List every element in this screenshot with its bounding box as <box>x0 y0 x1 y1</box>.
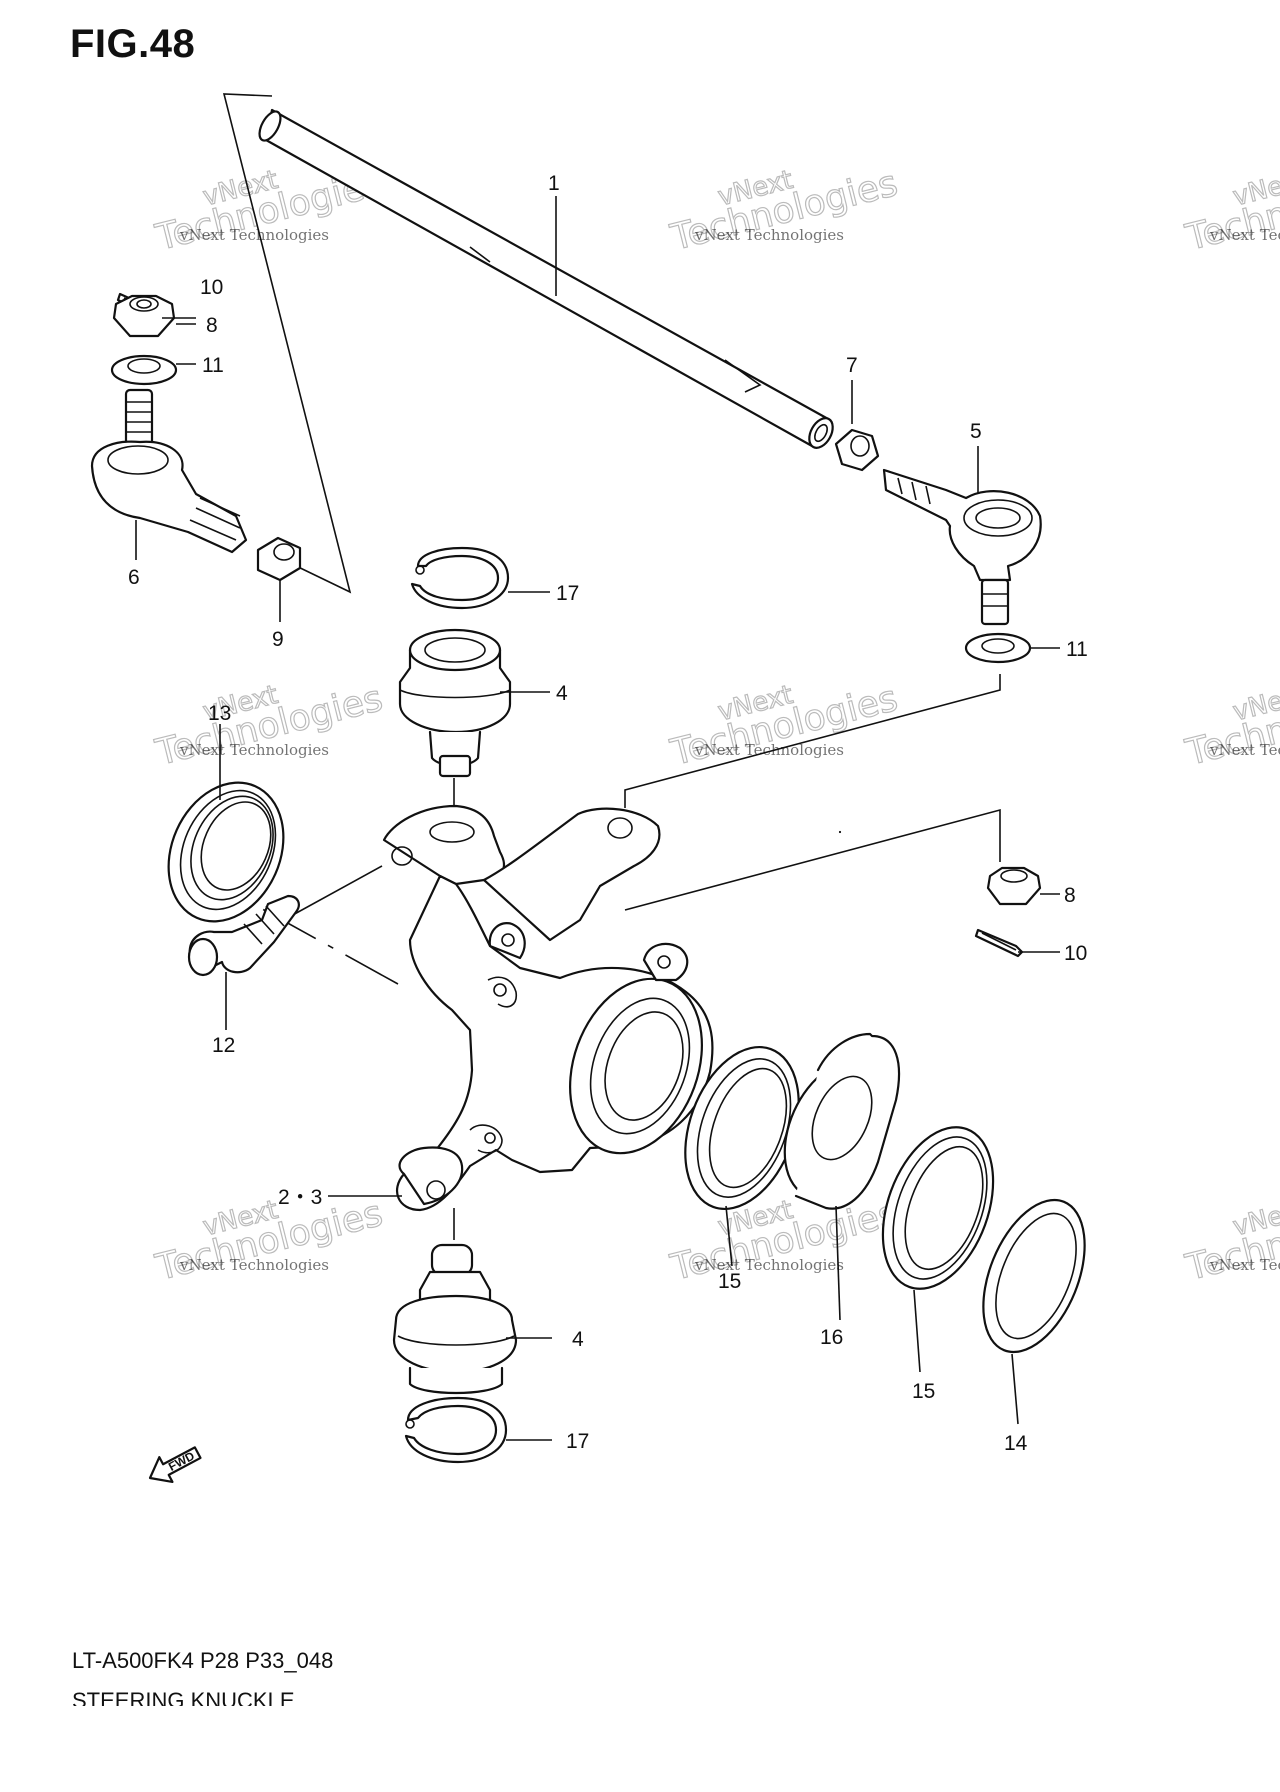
callout-17: 17 <box>566 1430 589 1453</box>
watermark: Technologies vNext vNext Technologies <box>666 162 902 259</box>
circlip-lower <box>404 1396 508 1464</box>
svg-text:vNext Technologies: vNext Technologies <box>1209 226 1280 244</box>
callout-11: 11 <box>1066 638 1088 661</box>
circlip-upper <box>410 546 510 610</box>
model-code: LT-A500FK4 P28 P33_048 <box>72 1648 334 1673</box>
figure-title: FIG.48 <box>70 22 196 66</box>
bolt-axis-line <box>279 865 383 923</box>
callout-6: 6 <box>128 566 140 589</box>
lock-nut-right <box>834 428 880 472</box>
lock-nut-left <box>256 536 302 582</box>
callout-10: 10 <box>200 276 223 299</box>
callout-9: 9 <box>272 628 284 651</box>
fwd-arrow-icon: FWD <box>148 1446 202 1484</box>
tie-rod-end-left <box>90 388 248 554</box>
callout-10: 10 <box>1064 942 1087 965</box>
washer-left <box>110 354 178 386</box>
castle-nut-right <box>986 866 1042 906</box>
watermark: Technologies vNext vNext Technologies <box>1181 677 1280 774</box>
watermark: Technologies vNext vNext Technologies <box>151 677 387 774</box>
callout-2-3: 2・3 <box>278 1186 322 1209</box>
callout-7: 7 <box>846 354 858 377</box>
callout-14: 14 <box>1004 1432 1028 1455</box>
svg-text:vNext Technologies: vNext Technologies <box>694 741 844 759</box>
section-title: STEERING KNUCKLE <box>72 1688 295 1706</box>
svg-text:vNext Technologies: vNext Technologies <box>179 226 329 244</box>
watermark: Technologies vNext vNext Technologies <box>151 1192 387 1289</box>
svg-text:vNext Technologies: vNext Technologies <box>1209 1256 1280 1274</box>
callout-17: 17 <box>556 582 579 605</box>
tie-rod-bracket-line <box>222 93 352 594</box>
seal-14 <box>982 1198 1086 1354</box>
oil-seal-15-inner <box>684 1045 800 1211</box>
callout-8: 8 <box>1064 884 1076 907</box>
svg-text:vNext Technologies: vNext Technologies <box>694 1256 844 1274</box>
tie-rod <box>258 108 834 449</box>
bearing-16 <box>783 830 900 1210</box>
washer-right <box>964 632 1032 664</box>
callout-15: 15 <box>912 1380 935 1403</box>
callout-13: 13 <box>208 702 231 725</box>
callout-8: 8 <box>206 314 218 337</box>
ball-joint-upper <box>398 628 512 778</box>
callout-15: 15 <box>718 1270 741 1293</box>
watermark: Technologies vNext vNext Technologies <box>1181 1192 1280 1289</box>
callout-4: 4 <box>572 1328 584 1351</box>
nut-axis-line <box>624 808 1001 911</box>
oil-seal-13 <box>167 781 285 923</box>
callout-4: 4 <box>556 682 568 705</box>
svg-text:vNext Technologies: vNext Technologies <box>1209 741 1280 759</box>
callout-5: 5 <box>970 420 982 443</box>
svg-text:vNext Technologies: vNext Technologies <box>179 741 329 759</box>
callout-1: 1 <box>548 172 560 195</box>
callout-16: 16 <box>820 1326 843 1349</box>
leader-lines <box>135 196 1060 1441</box>
castle-nut-left <box>112 294 176 338</box>
assembly-lines <box>169 93 1001 1240</box>
ball-joint-lower <box>392 1243 518 1395</box>
callout-12: 12 <box>212 1034 235 1057</box>
callout-labels: 1 10 8 11 6 9 7 5 17 4 11 13 8 10 12 2・3… <box>128 172 1088 1455</box>
steering-knuckle <box>382 804 714 1212</box>
tie-rod-end-right <box>882 468 1042 626</box>
tie-rod-stud-line <box>624 674 1001 808</box>
callout-11: 11 <box>202 354 224 377</box>
watermark: Technologies vNext vNext Technologies <box>666 677 902 774</box>
watermark: Technologies vNext vNext Technologies <box>1181 162 1280 259</box>
svg-text:vNext Technologies: vNext Technologies <box>694 226 844 244</box>
cotter-pin-right <box>974 928 1024 958</box>
bolt-12 <box>187 894 300 977</box>
svg-text:vNext Technologies: vNext Technologies <box>179 1256 329 1274</box>
oil-seal-15-outer <box>881 1126 995 1290</box>
